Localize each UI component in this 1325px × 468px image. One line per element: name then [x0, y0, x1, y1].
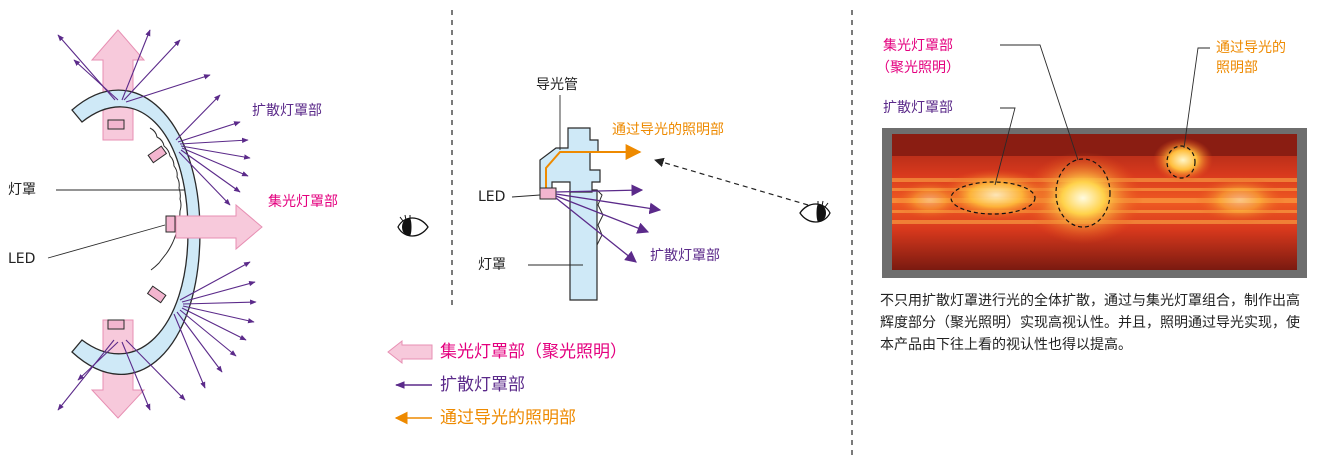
dg2-view-line — [654, 157, 809, 206]
photo-spot-ring — [1055, 158, 1111, 228]
description-text: 不只用扩散灯罩进行光的全体扩散，通过与集光灯罩组合，制作出高辉度部分（聚光照明）… — [880, 293, 1300, 353]
diffusion-rays-top — [57, 29, 211, 103]
photo-guided-label-line2: 照明部 — [1216, 60, 1258, 76]
d2-led-label: LED — [478, 189, 506, 205]
dg2-diffusion-rays — [555, 184, 662, 263]
led-upper — [147, 145, 168, 164]
d2-diffusion-label: 扩散灯罩部 — [650, 248, 720, 264]
photo-diffusion-label: 扩散灯罩部 — [883, 100, 953, 116]
d2-cover-label: 灯罩 — [478, 257, 506, 273]
dg2-light-guide — [539, 127, 601, 193]
photo-spot-label-line1: 集光灯罩部 — [883, 38, 953, 54]
dg2-guided-path — [545, 144, 642, 188]
photo-guided-ring — [1166, 145, 1196, 179]
d1-led-label: LED — [8, 251, 36, 267]
eye-icon-left — [397, 214, 429, 237]
d1-spot-label: 集光灯罩部 — [268, 194, 338, 210]
led-leader — [47, 224, 166, 259]
legend-diffusion-label: 扩散灯罩部 — [440, 375, 525, 395]
eye-icon-right — [799, 200, 831, 223]
led-top — [107, 119, 125, 130]
diffusion-rays-bottom — [57, 339, 186, 411]
led-middle — [165, 215, 176, 233]
photo-diffusion-ring — [950, 181, 1036, 215]
d1-diffusion-label: 扩散灯罩部 — [252, 103, 322, 119]
photo-diffusion-leader — [994, 107, 1016, 186]
led-lower — [146, 285, 167, 304]
diffusion-rays-lower — [173, 261, 257, 389]
legend-spot-label: 集光灯罩部（聚光照明） — [440, 342, 627, 362]
d2-guided-label: 通过导光的照明部 — [612, 122, 724, 138]
diffusion-rays-upper — [175, 94, 251, 206]
lamp-photo — [882, 128, 1307, 278]
dg2-led — [539, 187, 557, 200]
photo-guided-label-line1: 通过导光的 — [1216, 40, 1286, 56]
led-bottom — [107, 319, 125, 330]
diagram2-artwork — [511, 95, 809, 301]
legend-artwork — [387, 339, 433, 425]
dg2-led-leader — [511, 194, 541, 198]
legend-spot-arrow — [387, 339, 433, 365]
dg2-cover-edge — [596, 189, 604, 246]
legend-guided-label: 通过导光的照明部 — [440, 408, 576, 428]
spot-arrow-right — [175, 203, 263, 251]
d2-light-guide-label: 导光管 — [536, 77, 578, 93]
d1-cover-label: 灯罩 — [8, 182, 36, 198]
cover-shape — [71, 89, 201, 375]
photo-spot-leader — [1000, 44, 1079, 161]
photo-guided-leader — [1183, 47, 1210, 149]
photo-spot-label-line2: （聚光照明） — [876, 60, 960, 76]
diagram1-artwork — [47, 29, 263, 419]
spot-arrow-top — [90, 29, 146, 141]
cover-scallop — [149, 127, 182, 271]
